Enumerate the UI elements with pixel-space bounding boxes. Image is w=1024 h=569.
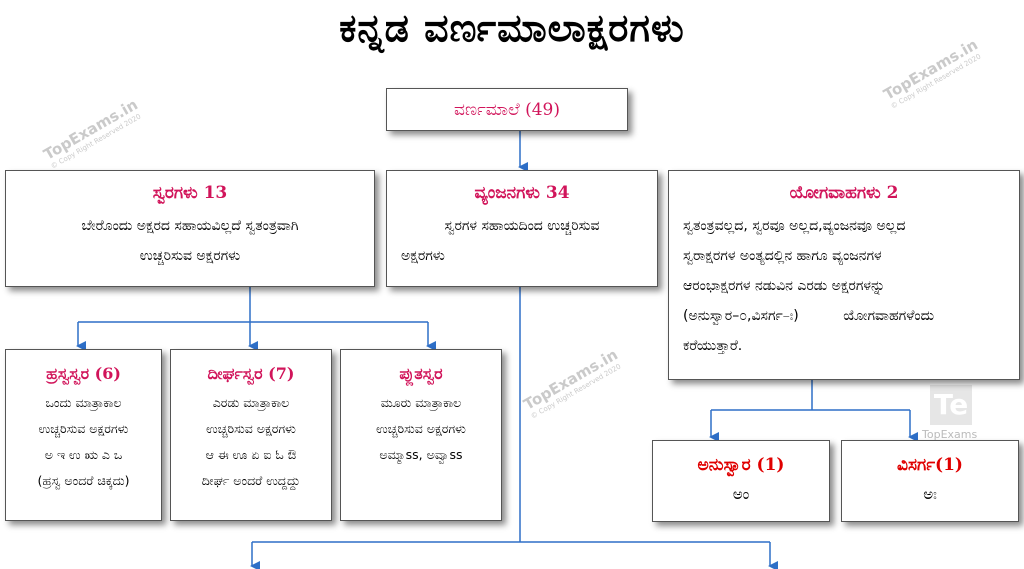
node-deergha-text: ಆ ಈ ಊ ಏ ಐ ಓ ಔ xyxy=(205,447,297,462)
node-swara-text: ಬೇರೊಂದು ಅಕ್ಷರದ ಸಹಾಯವಿಲ್ಲದೆ ಸ್ವತಂತ್ರವಾಗಿ xyxy=(81,218,299,234)
node-yogavaha: ಯೋಗವಾಹಗಳು 2 ಸ್ವತಂತ್ರವಲ್ಲದ, ಸ್ವರವೂ ಅಲ್ಲದ,… xyxy=(668,170,1020,380)
node-vyanjana-text: ಅಕ್ಷರಗಳು xyxy=(401,248,445,264)
node-anusvara-symbol: ಅಂ xyxy=(732,485,750,503)
topexams-logo-label: TopExams xyxy=(922,428,978,441)
node-pluta-text: ಅಮ್ಮಾss, ಅವ್ವಾss xyxy=(379,447,463,462)
node-deergha-swara: ದೀರ್ಘಸ್ವರ (7) ಎರಡು ಮಾತ್ರಾಕಾಲ ಉಚ್ಚರಿಸುವ ಅ… xyxy=(170,349,332,521)
node-visarga: ವಿಸರ್ಗ(1) ಅಃ xyxy=(841,440,1019,522)
node-deergha-title: ದೀರ್ಘಸ್ವರ (7) xyxy=(207,364,295,383)
node-anusvara-title: ಅನುಸ್ವಾರ (1) xyxy=(697,455,785,475)
page-title: ಕನ್ನಡ ವರ್ಣಮಾಲಾಕ್ಷರಗಳು xyxy=(339,6,685,50)
node-hrasva-text: (ಹ್ರಸ್ವ ಅಂದರೆ ಚಿಕ್ಕದು) xyxy=(37,473,130,488)
node-vyanjana: ವ್ಯಂಜನಗಳು 34 ಸ್ವರಗಳ ಸಹಾಯದಿಂದ ಉಚ್ಚರಿಸುವ ಅ… xyxy=(386,170,658,287)
topexams-logo: Te xyxy=(930,385,972,425)
node-yogavaha-text: ಕರೆಯುತ್ತಾರೆ. xyxy=(683,338,743,354)
node-vyanjana-title: ವ್ಯಂಜನಗಳು 34 xyxy=(474,183,570,203)
node-yogavaha-text: (ಅನುಸ್ವಾರ–೦,ವಿಸರ್ಗ–ಃ) ಯೋಗವಾಹಗಳೆಂದು xyxy=(683,308,935,324)
node-yogavaha-text: ಸ್ವರಾಕ್ಷರಗಳ ಅಂತ್ಯದಲ್ಲಿನ ಹಾಗೂ ವ್ಯಂಜನಗಳ xyxy=(683,248,882,264)
node-pluta-text: ಮೂರು ಮಾತ್ರಾಕಾಲ xyxy=(380,395,462,410)
node-yogavaha-text: ಸ್ವತಂತ್ರವಲ್ಲದ, ಸ್ವರವೂ ಅಲ್ಲದ,ವ್ಯಂಜನವೂ ಅಲ್… xyxy=(683,218,906,234)
node-swara-title: ಸ್ವರಗಳು 13 xyxy=(152,183,228,203)
node-deergha-text: ಉಚ್ಚರಿಸುವ ಅಕ್ಷರಗಳು xyxy=(206,421,296,436)
node-hrasva-swara: ಹ್ರಸ್ವಸ್ವರ (6) ಒಂದು ಮಾತ್ರಾಕಾಲ ಉಚ್ಚರಿಸುವ … xyxy=(5,349,162,521)
root-node-label: ವರ್ಣಮಾಲೆ (49) xyxy=(454,99,560,120)
node-pluta-text: ಉಚ್ಚರಿಸುವ ಅಕ್ಷರಗಳು xyxy=(376,421,466,436)
node-yogavaha-title: ಯೋಗವಾಹಗಳು 2 xyxy=(789,183,899,203)
node-pluta-title: ಪ್ಲುತಸ್ವರ xyxy=(399,364,443,383)
node-hrasva-text: ಉಚ್ಚರಿಸುವ ಅಕ್ಷರಗಳು xyxy=(38,421,129,436)
node-hrasva-text: ಅ ಇ ಉ ಋ ಎ ಒ xyxy=(44,447,123,462)
node-yogavaha-text: ಆರಂಭಾಕ್ಷರಗಳ ನಡುವಿನ ಎರಡು ಅಕ್ಷರಗಳನ್ನು xyxy=(683,278,886,294)
node-swara: ಸ್ವರಗಳು 13 ಬೇರೊಂದು ಅಕ್ಷರದ ಸಹಾಯವಿಲ್ಲದೆ ಸ್… xyxy=(5,170,375,287)
node-deergha-text: ದೀರ್ಘ ಅಂದರೆ ಉದ್ದದ್ದು xyxy=(201,473,301,488)
node-anusvara: ಅನುಸ್ವಾರ (1) ಅಂ xyxy=(652,440,830,522)
node-vyanjana-text: ಸ್ವರಗಳ ಸಹಾಯದಿಂದ ಉಚ್ಚರಿಸುವ xyxy=(444,218,600,234)
node-visarga-symbol: ಅಃ xyxy=(923,485,937,503)
node-hrasva-title: ಹ್ರಸ್ವಸ್ವರ (6) xyxy=(46,364,121,383)
node-visarga-title: ವಿಸರ್ಗ(1) xyxy=(897,455,963,475)
node-deergha-text: ಎರಡು ಮಾತ್ರಾಕಾಲ xyxy=(212,395,290,410)
root-node-varnamale: ವರ್ಣಮಾಲೆ (49) xyxy=(386,88,628,131)
node-pluta-swara: ಪ್ಲುತಸ್ವರ ಮೂರು ಮಾತ್ರಾಕಾಲ ಉಚ್ಚರಿಸುವ ಅಕ್ಷರ… xyxy=(340,349,502,521)
node-hrasva-text: ಒಂದು ಮಾತ್ರಾಕಾಲ xyxy=(45,395,122,410)
node-swara-text: ಉಚ್ಚರಿಸುವ ಅಕ್ಷರಗಳು xyxy=(139,248,241,264)
